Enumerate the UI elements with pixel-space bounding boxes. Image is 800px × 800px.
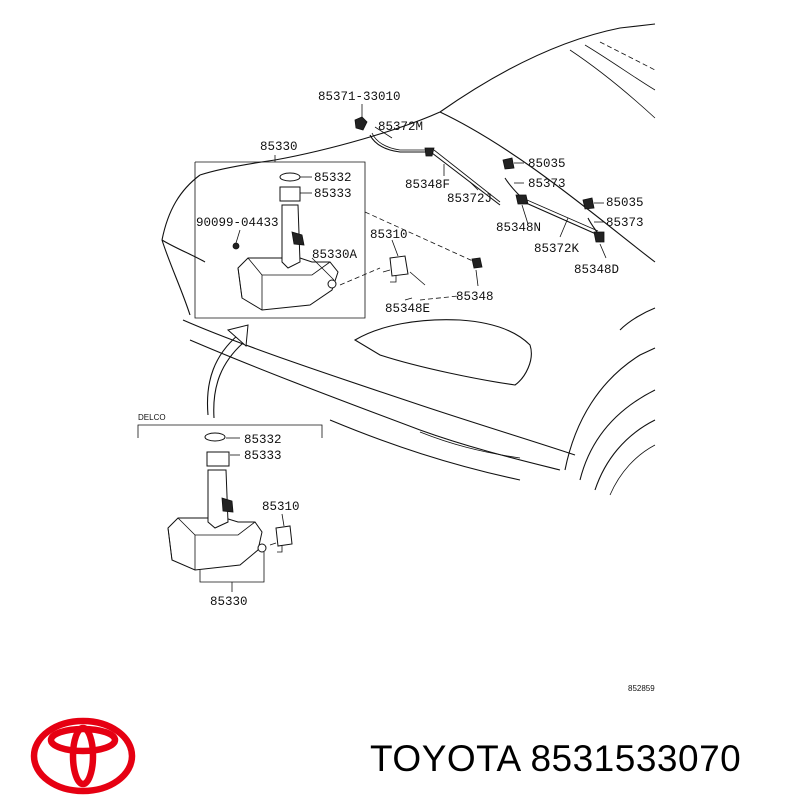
- callout-arrow: [206, 324, 249, 419]
- car-outline: [161, 23, 656, 496]
- diagram-id: 852859: [628, 684, 655, 693]
- label-85372J: 85372J: [447, 192, 492, 206]
- part-labels: 85371-33010 85372M 85330 85332 85333 900…: [138, 90, 655, 693]
- label-85373-a: 85373: [528, 177, 566, 191]
- label-85371-33010: 85371-33010: [318, 90, 401, 104]
- label-85372K: 85372K: [534, 242, 580, 256]
- brand-part-number: TOYOTA 8531533070: [370, 738, 742, 779]
- label-85332-bottom: 85332: [244, 433, 282, 447]
- label-85373-b: 85373: [606, 216, 644, 230]
- label-85372M: 85372M: [378, 120, 423, 134]
- label-85310-top: 85310: [370, 228, 408, 242]
- label-85348: 85348: [456, 290, 494, 304]
- label-85330-top: 85330: [260, 140, 298, 154]
- label-85348F: 85348F: [405, 178, 450, 192]
- label-90099-04433: 90099-04433: [196, 216, 279, 230]
- detail-box: [194, 155, 366, 319]
- label-85348D: 85348D: [574, 263, 619, 277]
- label-85348N: 85348N: [496, 221, 541, 235]
- label-85035-b: 85035: [606, 196, 644, 210]
- label-85333-bottom: 85333: [244, 449, 282, 463]
- label-85330-bottom: 85330: [210, 595, 248, 609]
- label-85035-a: 85035: [528, 157, 566, 171]
- washer-tank-bottom: [167, 432, 267, 571]
- toyota-logo-icon: [30, 717, 136, 795]
- washer-tank-top: [232, 172, 339, 311]
- label-85333-top: 85333: [314, 187, 352, 201]
- label-delco: DELCO: [138, 413, 166, 422]
- washer-pump-top: [382, 239, 426, 301]
- hoses: [354, 104, 607, 301]
- delco-bracket: [137, 424, 323, 438]
- label-85348E: 85348E: [385, 302, 430, 316]
- label-85310-bottom: 85310: [262, 500, 300, 514]
- leaders-top: [235, 176, 476, 286]
- label-85332-top: 85332: [314, 171, 352, 185]
- label-85330A: 85330A: [312, 248, 358, 262]
- washer-pump-bottom: [269, 513, 293, 553]
- leaders-bottom: [199, 437, 265, 592]
